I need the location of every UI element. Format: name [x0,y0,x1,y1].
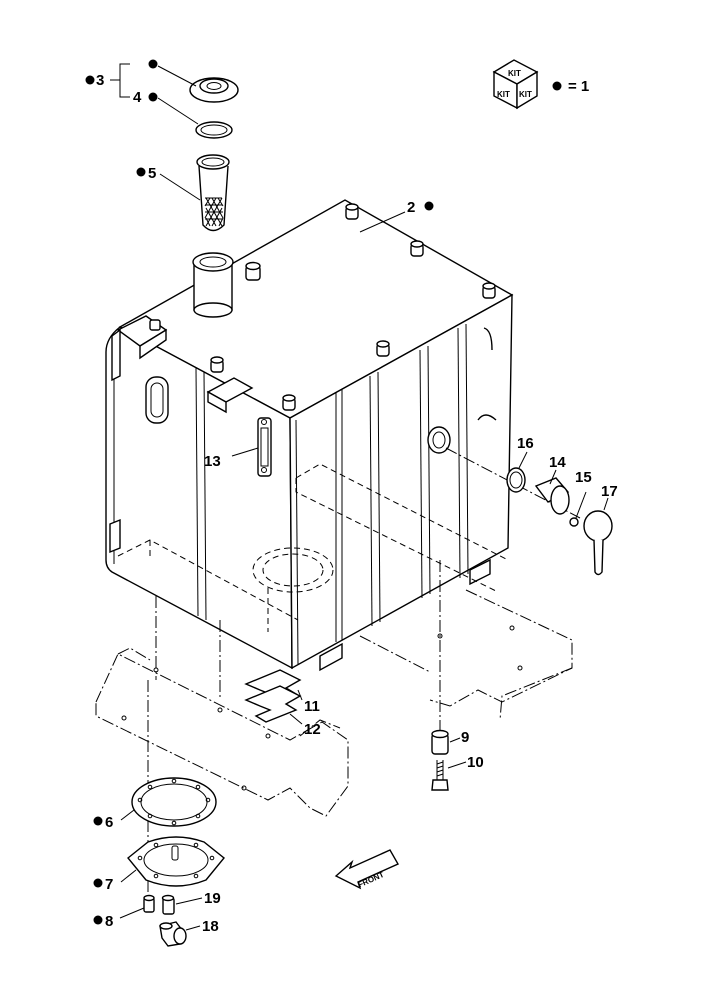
shim-12 [244,685,302,723]
drain-fittings: 8 19 18 [93,890,221,947]
callout-18: 18 [202,918,219,935]
top-bosses [210,203,496,411]
level-gauge: 13 [204,417,272,477]
callout-19: 19 [204,890,221,907]
strainer: 5 [136,154,230,232]
bullet-8 [93,915,103,925]
kit-box-right [516,70,538,110]
callout-8: 8 [105,913,113,930]
gasket-6 [131,777,217,827]
callout-12: 12 [304,721,321,738]
filler-cap-group: 3 4 [85,59,239,139]
callout-15: 15 [575,469,592,486]
bolt-15 [569,517,579,527]
bullet-7 [93,878,103,888]
bullet-3a [148,59,158,69]
callout-11: 11 [304,698,320,715]
tank-inspection-cover [145,376,169,424]
callout-10: 10 [467,754,484,771]
kit-box-top-text: KIT [508,69,521,78]
front-direction-arrow: FRONT [334,849,399,889]
callout-7: 7 [105,876,113,893]
kit-box-right-text: KIT [519,90,532,99]
cover-assembly: 16 14 15 17 [445,435,618,576]
callout-14: 14 [549,454,566,471]
bottom-gasket: 6 [93,777,217,831]
callout-6: 6 [105,814,113,831]
callout-9: 9 [461,729,469,746]
callout-4: 4 [133,89,142,106]
kit-box-left-text: KIT [497,90,510,99]
callout-1: = 1 [568,78,589,95]
eyebolt-17 [583,510,613,542]
bullet-4 [148,92,158,102]
callout-13: 13 [204,453,221,470]
bolt-10 [431,779,449,791]
callout-16: 16 [517,435,534,452]
side-port [427,426,451,454]
spacer-and-bolt: 9 10 [431,729,484,791]
callout-5: 5 [148,165,156,182]
bottom-cover: 7 [93,836,225,893]
bullet-3 [85,75,95,85]
callout-2: 2 [407,199,415,216]
tank-side-right [289,293,513,670]
kit-legend: KIT KIT KIT = 1 [492,59,589,110]
bullet-5 [136,167,146,177]
bullet-6 [93,816,103,826]
callout-17: 17 [601,483,618,500]
bullet-2 [424,201,434,211]
hydraulic-tank [105,199,514,672]
shims: 11 12 [244,669,321,738]
callout-3: 3 [96,72,104,89]
kit-bullet [552,81,562,91]
